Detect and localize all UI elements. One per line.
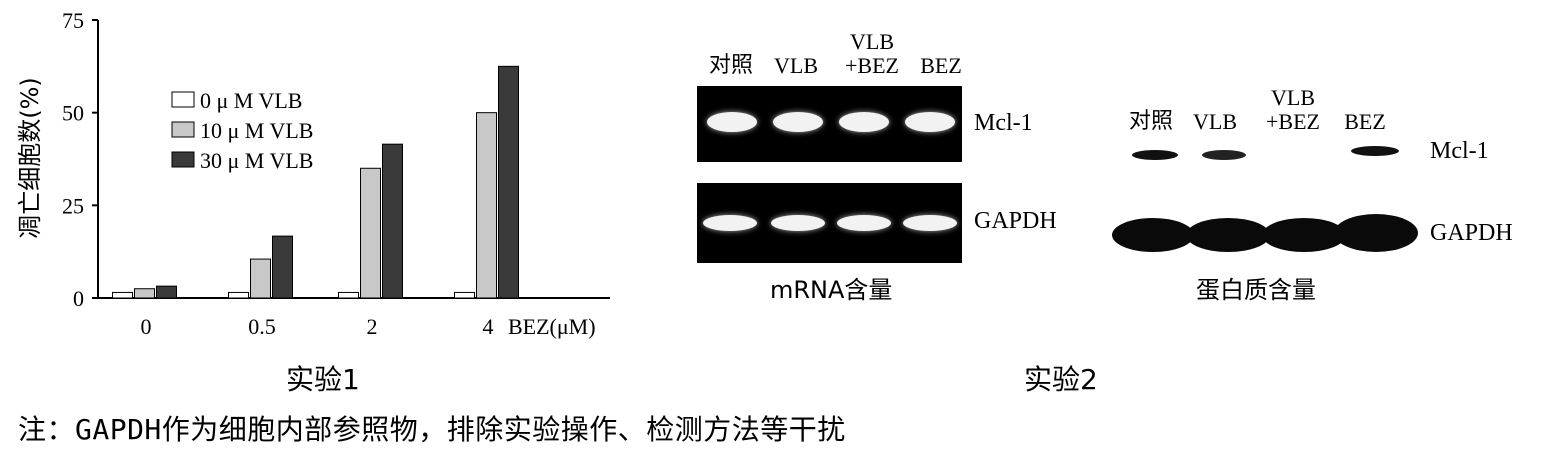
legend-label: 30 μ M VLB xyxy=(200,148,313,173)
legend-swatch xyxy=(171,91,195,108)
mrna-mcl1-label: Mcl-1 xyxy=(974,110,1033,136)
bar-1-0 xyxy=(228,291,249,299)
x-axis-label: BEZ(μM) xyxy=(508,314,596,339)
footnote: 注：GAPDH作为细胞内部参照物，排除实验操作、检测方法等干扰 xyxy=(18,413,846,446)
bar-3-1 xyxy=(476,112,497,299)
bar-0-2 xyxy=(156,285,177,299)
bar-2-1 xyxy=(360,167,381,299)
y-tick-label: 75 xyxy=(62,8,84,33)
protein-caption: 蛋白质含量 xyxy=(1196,276,1316,304)
mrna-mcl1-gel xyxy=(697,86,962,162)
mrna-gapdh-label: GAPDH xyxy=(974,208,1057,234)
x-tick-label: 0.5 xyxy=(248,314,276,339)
x-tick-label: 2 xyxy=(367,314,378,339)
mrna-lane-2: VLB xyxy=(774,53,818,78)
y-tick-label: 50 xyxy=(62,101,84,126)
experiment1-caption: 实验1 xyxy=(286,363,360,396)
y-axis-label: 凋亡细胞数(%) xyxy=(16,77,44,239)
experiment2-caption: 实验2 xyxy=(1024,363,1098,396)
bar-3-2 xyxy=(498,65,519,299)
protein-lane-4: BEZ xyxy=(1344,109,1386,134)
protein-lane-1: 对照 xyxy=(1128,109,1173,134)
mrna-caption: mRNA含量 xyxy=(770,276,893,304)
bar-2-2 xyxy=(382,143,403,299)
x-tick-label: 4 xyxy=(483,314,494,339)
y-tick-label: 0 xyxy=(73,286,84,311)
x-tick-label: 0 xyxy=(141,314,152,339)
legend-label: 0 μ M VLB xyxy=(200,88,302,113)
protein-gapdh-label: GAPDH xyxy=(1430,220,1513,246)
bar-chart: 凋亡细胞数(%) BEZ(μM) 0 25 50 75 0 0.5 2 4 0 μ M VLB… xyxy=(16,8,610,339)
mrna-lane-4: BEZ xyxy=(920,53,962,78)
mrna-lane-1: 对照 xyxy=(708,53,753,78)
mrna-gapdh-gel xyxy=(697,183,962,263)
mrna-lane-3: VLB +BEZ xyxy=(845,29,899,78)
bar-1-1 xyxy=(250,258,271,299)
legend-label: 10 μ M VLB xyxy=(200,118,313,143)
bar-3-0 xyxy=(454,291,475,299)
protein-lane-3: VLB +BEZ xyxy=(1266,85,1320,134)
y-tick-label: 25 xyxy=(62,193,84,218)
protein-lane-2: VLB xyxy=(1193,109,1237,134)
bar-2-0 xyxy=(338,291,359,299)
legend-swatch xyxy=(171,121,195,138)
bar-0-0 xyxy=(112,291,133,299)
protein-mcl1-label: Mcl-1 xyxy=(1430,138,1489,164)
bar-1-2 xyxy=(272,235,293,299)
legend-swatch xyxy=(171,151,195,168)
bar-0-1 xyxy=(134,288,155,299)
